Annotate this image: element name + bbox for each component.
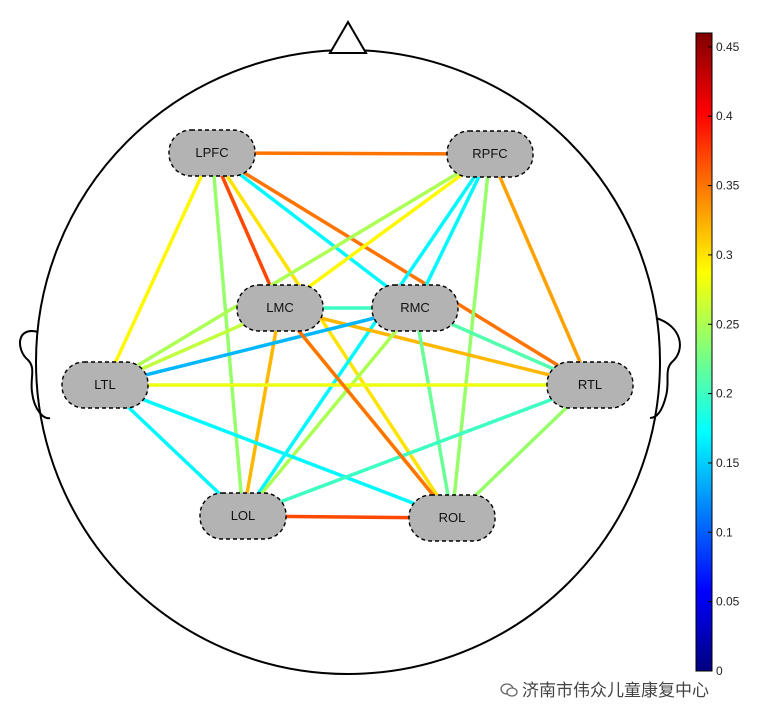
node-label: LOL (231, 508, 256, 523)
colorbar-tick-label: 0.05 (716, 595, 740, 609)
edge-lmc-rol (278, 306, 454, 520)
watermark: 济南市伟众儿童康复中心 (500, 676, 709, 701)
right-ear (649, 317, 681, 419)
node-shape (371, 284, 459, 332)
colorbar-tick-label: 0.45 (716, 40, 740, 54)
node-rmc: RMC (371, 284, 459, 332)
edge-rmc-ltl (104, 306, 416, 387)
left-ear (19, 330, 51, 420)
node-rol: ROL (408, 494, 496, 542)
colorbar-tick-label: 0.25 (716, 317, 740, 331)
edge-lpfc-rtl (211, 151, 591, 387)
colorbar-tick-label: 0.15 (716, 456, 740, 470)
colorbar-ticks: 0 0.05 0.1 0.15 0.2 0.25 0.3 0.35 0.4 0.45 (708, 40, 740, 678)
colorbar-gradient (695, 32, 713, 672)
edge-lmc-lol (241, 307, 282, 517)
edge-rtl-lol (242, 383, 591, 518)
edge-rmc-rol (413, 307, 454, 519)
edge-rpfc-rtl (488, 153, 592, 386)
node-shape (199, 492, 287, 540)
colorbar-tick-label: 0.35 (716, 179, 740, 193)
node-label: RMC (400, 300, 430, 315)
wechat-icon (500, 683, 518, 697)
node-label: ROL (439, 510, 466, 525)
node-shape (546, 361, 634, 409)
edge-rpfc-ltl (104, 152, 491, 387)
watermark-text: 济南市伟众儿童康复中心 (522, 681, 709, 701)
colorbar-tick-label: 0.2 (716, 387, 733, 401)
node-lmc: LMC (236, 284, 324, 332)
edge-rpfc-rmc (413, 153, 492, 309)
node-rpfc: RPFC (446, 130, 534, 178)
edge-lpfc-ltl (103, 152, 214, 386)
colorbar-tick-label: 0.1 (716, 525, 733, 539)
node-label: RTL (578, 377, 602, 392)
edge-rmc-lol (241, 306, 417, 518)
edge-rpfc-lol (241, 153, 492, 517)
nose-marker (328, 20, 368, 54)
edges-layer (103, 151, 592, 520)
nodes-layer: LPFC RPFC LMC RMC LTL RTL LOL ROL (61, 129, 634, 542)
node-label: LTL (94, 377, 115, 392)
node-shape (446, 130, 534, 178)
node-shape (236, 284, 324, 332)
colorbar-tick-label: 0 (716, 664, 723, 678)
edge-lpfc-rmc (210, 151, 417, 310)
node-shape (61, 361, 149, 409)
edge-lpfc-lol (210, 152, 245, 517)
edge-lpfc-rol (210, 152, 454, 519)
edge-ltl-rol (104, 383, 453, 520)
colorbar-tick-label: 0.3 (716, 248, 733, 262)
node-label: LMC (266, 300, 293, 315)
node-rtl: RTL (546, 361, 634, 409)
edge-lmc-rtl (279, 306, 591, 387)
edge-rpfc-rol (450, 153, 492, 519)
node-lpfc: LPFC (168, 129, 256, 177)
node-shape (168, 129, 256, 177)
node-lol: LOL (199, 492, 287, 540)
colorbar: 0 0.05 0.1 0.15 0.2 0.25 0.3 0.35 0.4 0.45 (695, 32, 740, 678)
head-outline (19, 20, 681, 675)
node-label: RPFC (472, 146, 507, 161)
node-shape (408, 494, 496, 542)
node-label: LPFC (195, 145, 228, 160)
edge-lpfc-rpfc (211, 151, 491, 156)
colorbar-tick-label: 0.4 (716, 109, 733, 123)
edge-lpfc-lmc (210, 152, 282, 309)
edge-rpfc-lmc (278, 152, 492, 310)
node-ltl: LTL (61, 361, 149, 409)
